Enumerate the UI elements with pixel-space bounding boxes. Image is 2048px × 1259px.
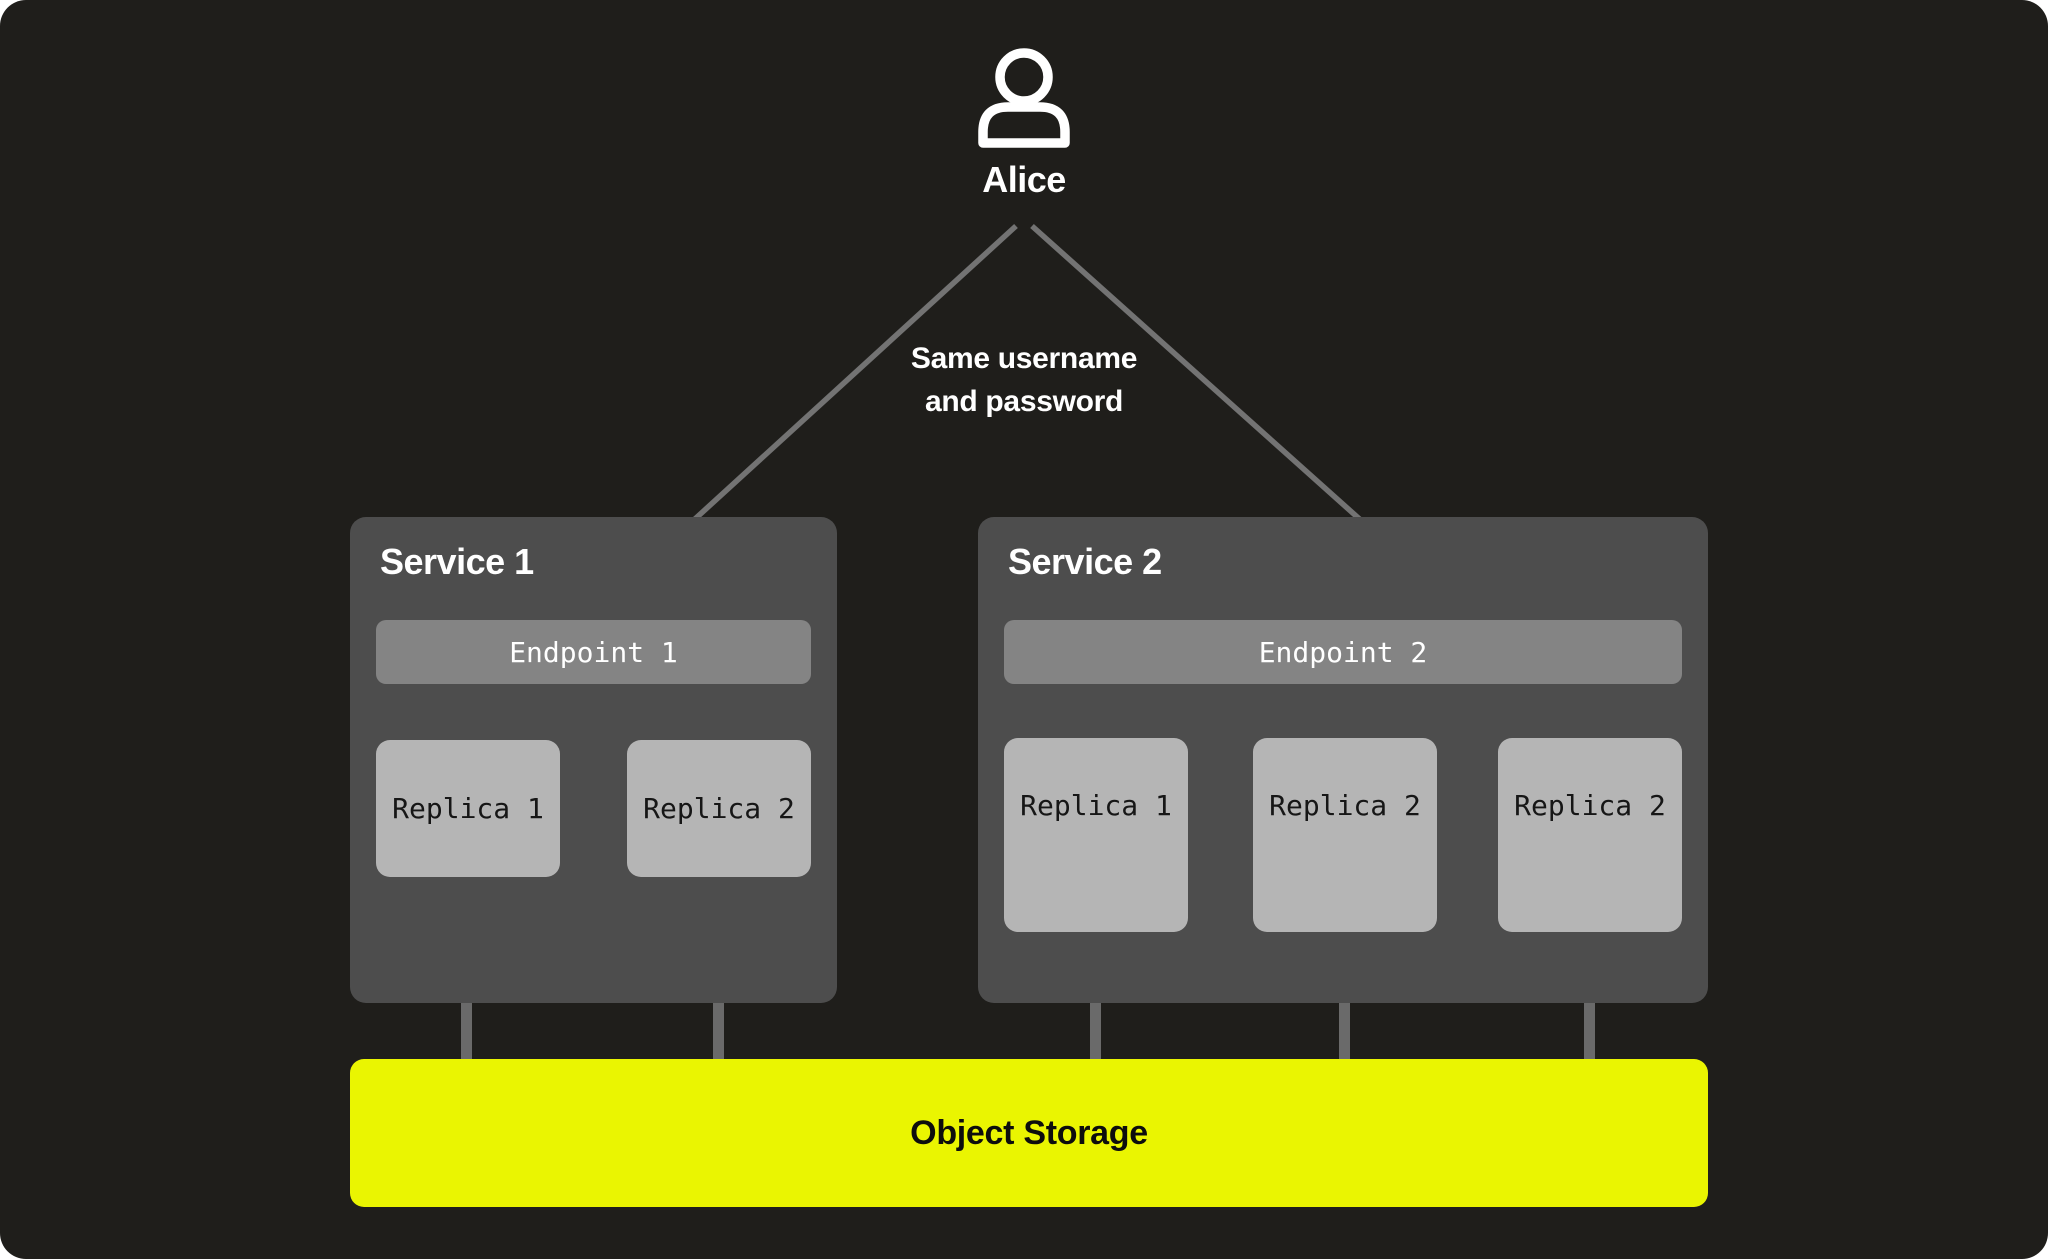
- user-name-label: Alice: [982, 159, 1066, 200]
- endpoint-1: Endpoint 1: [376, 620, 811, 684]
- service-2-card: Service 2 Endpoint 2 Replica 1 Replica 2…: [978, 517, 1708, 1003]
- credentials-note: Same username and password: [824, 337, 1224, 423]
- service-1-replica-2: Replica 2: [627, 740, 811, 877]
- service-2-title: Service 2: [1008, 541, 1162, 582]
- service-2-replica-1: Replica 1: [1004, 738, 1188, 932]
- service-2-replica-2: Replica 2: [1253, 738, 1437, 932]
- object-storage-label: Object Storage: [910, 1113, 1148, 1152]
- service-2-replica-3: Replica 2: [1498, 738, 1682, 932]
- credentials-note-line1: Same username: [910, 342, 1138, 375]
- person-icon: [978, 48, 1070, 148]
- service-1-title: Service 1: [380, 541, 534, 582]
- service-1-replica-1: Replica 1: [376, 740, 560, 877]
- object-storage-bar: Object Storage: [350, 1059, 1708, 1207]
- service-1-card: Service 1 Endpoint 1 Replica 1 Replica 2: [350, 517, 837, 1003]
- endpoint-2: Endpoint 2: [1004, 620, 1682, 684]
- credentials-note-line2: and password: [924, 385, 1124, 418]
